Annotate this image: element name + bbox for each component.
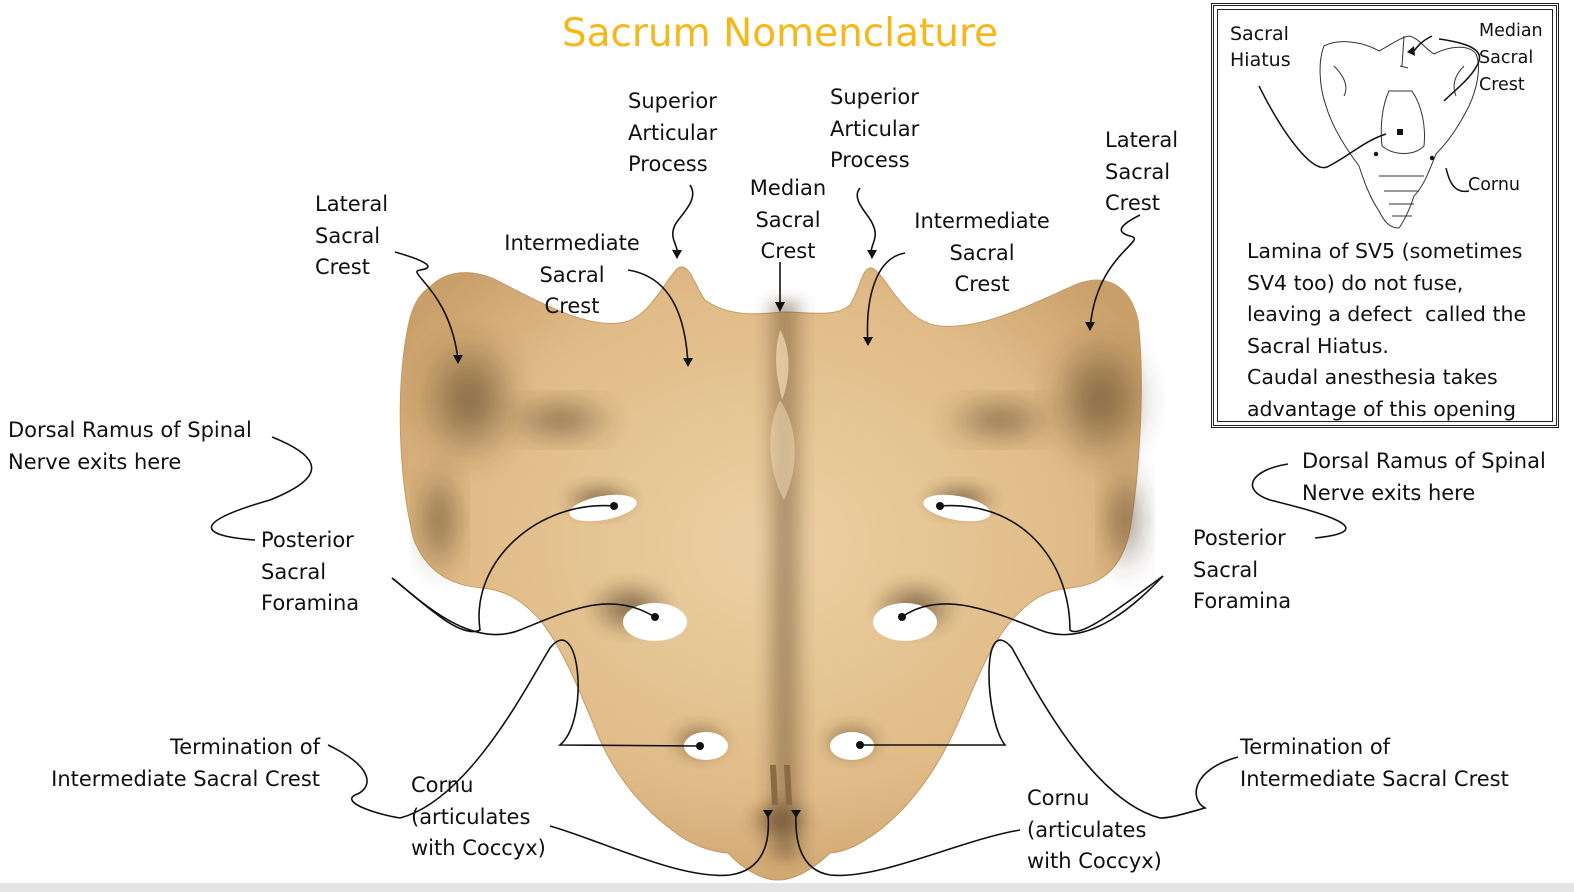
label-posterior-sacral-foramina-left: Posterior Sacral Foramina [261,528,360,615]
label-intermediate-sacral-crest-left: Intermediate Sacral Crest [504,231,640,318]
label-superior-articular-process-right: Superior Articular Process [830,85,920,172]
label-superior-articular-process-left: Superior Articular Process [628,89,718,176]
label-termination-left: Termination of Intermediate Sacral Crest [51,735,320,791]
label-lateral-sacral-crest-right: Lateral Sacral Crest [1105,128,1179,215]
inset-sacrum-sketch [1258,35,1481,229]
inset-label-cornu: Cornu [1468,175,1520,195]
foramen-right-3 [830,732,874,760]
label-cornu-right: Cornu (articulates with Coccyx) [1027,786,1162,873]
foramen-right-2 [873,603,937,641]
label-cornu-left: Cornu (articulates with Coccyx) [411,773,546,860]
foramen-left-2 [623,603,687,641]
inset-note: Lamina of SV5 (sometimes SV4 too) do not… [1247,239,1527,421]
foramina-group [569,494,991,805]
label-dorsal-ramus-left: Dorsal Ramus of Spinal Nerve exits here [8,418,252,474]
leader-markers [453,250,1095,818]
bottom-strip [0,883,1574,892]
inset-label-sacral-hiatus: Sacral Hiatus [1230,23,1291,71]
label-intermediate-sacral-crest-right: Intermediate Sacral Crest [914,209,1050,296]
label-posterior-sacral-foramina-right: Posterior Sacral Foramina [1193,526,1292,613]
inset-label-median-sacral-crest: Median Sacral Crest [1479,21,1543,95]
label-termination-right: Termination of Intermediate Sacral Crest [1240,735,1509,791]
label-lateral-sacral-crest-left: Lateral Sacral Crest [315,192,389,279]
foramen-right-1 [923,494,991,522]
diagram-title: Sacrum Nomenclature [561,11,999,56]
inset-panel: Sacral Hiatus Median Sacral Crest Cornu … [1211,3,1559,428]
label-median-sacral-crest: Median Sacral Crest [749,176,827,263]
foramen-left-1 [569,494,637,522]
foramen-left-3 [684,732,728,760]
leader-lines [210,184,1347,877]
label-dorsal-ramus-right: Dorsal Ramus of Spinal Nerve exits here [1302,449,1546,505]
